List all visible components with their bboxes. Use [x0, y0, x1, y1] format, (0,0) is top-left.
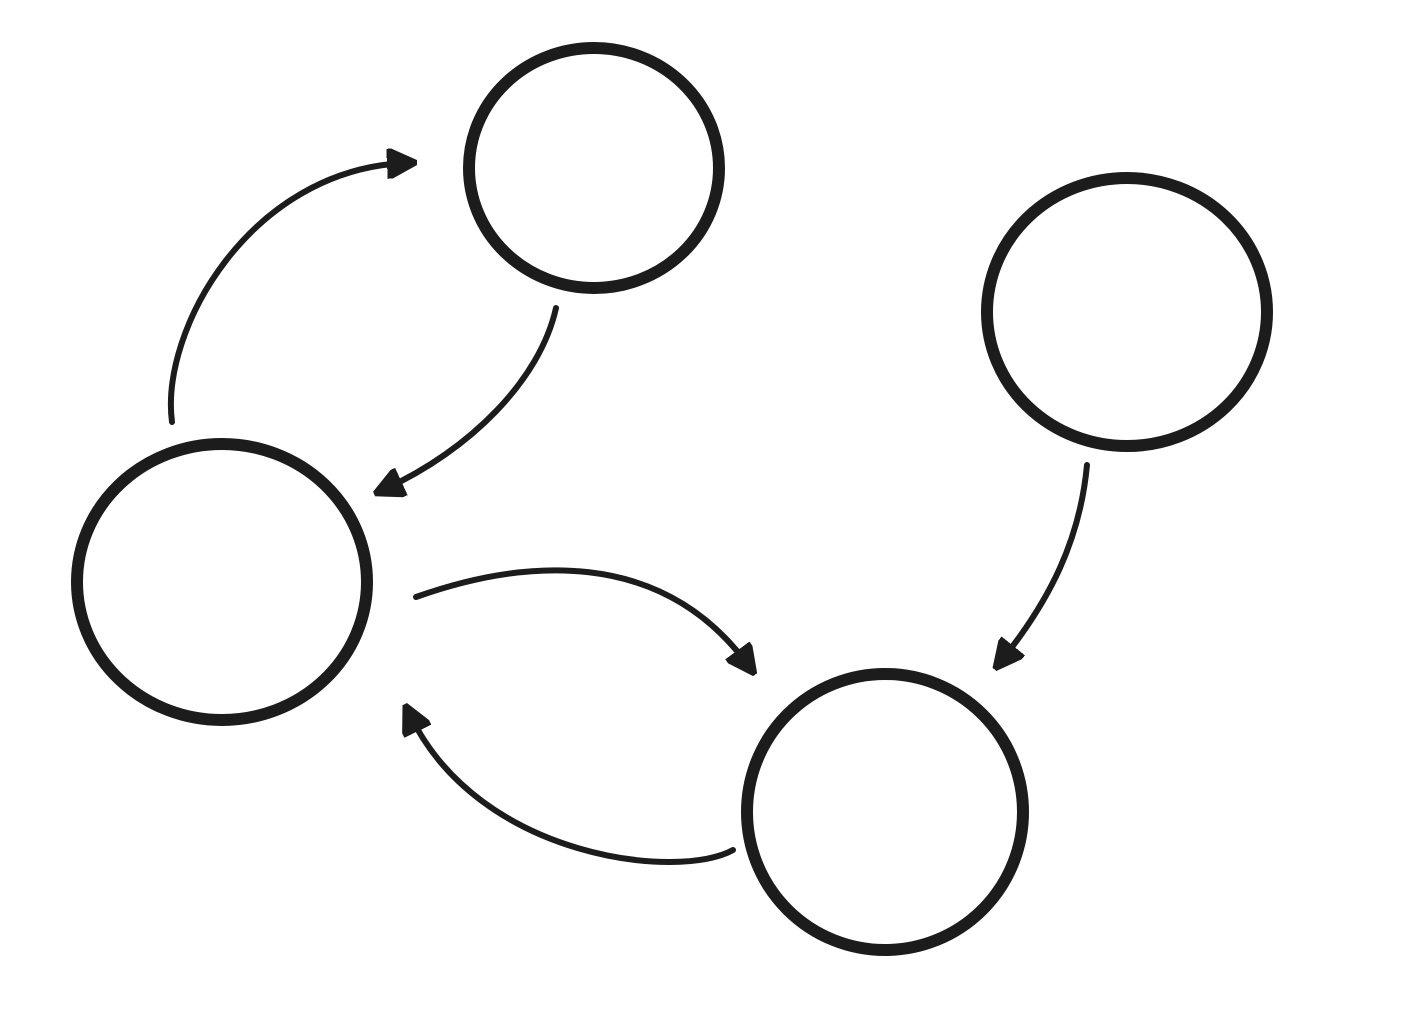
node-top	[463, 42, 725, 294]
node-bottom	[741, 668, 1029, 956]
node-right	[981, 172, 1273, 452]
arrow-left-to-bottom	[413, 567, 748, 665]
arrow-left-to-top	[167, 163, 405, 425]
arrow-right-to-bottom	[1002, 462, 1090, 660]
arrow-top-to-left	[385, 305, 559, 489]
arrow-bottom-to-left	[410, 715, 736, 865]
node-left	[71, 438, 373, 726]
